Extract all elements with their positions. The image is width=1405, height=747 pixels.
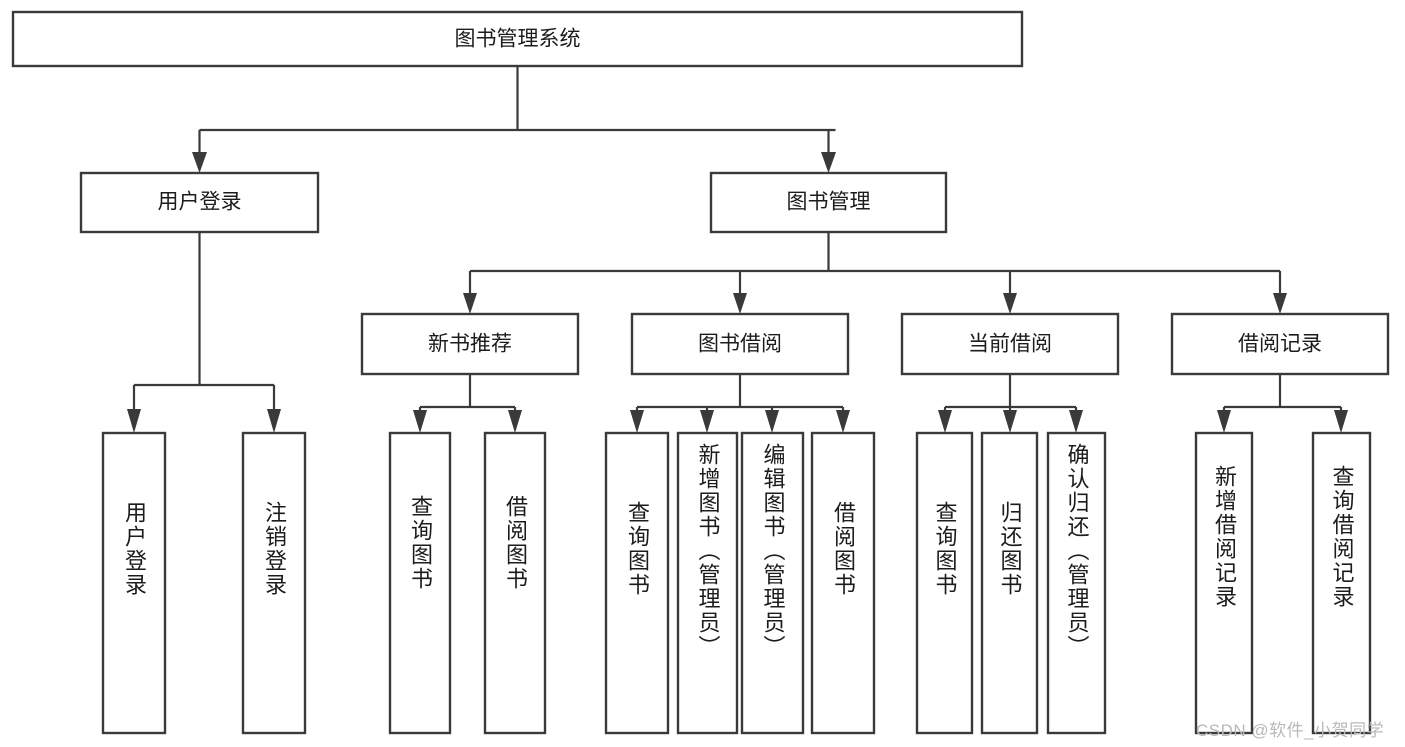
connector-group-borrow-record-to-leaves <box>1217 374 1348 433</box>
node-new-book-recommend-box[interactable] <box>360 312 580 376</box>
node-book-borrow-label: 图书借阅 <box>698 333 782 356</box>
node-book-manage-label: 图书管理 <box>787 191 871 214</box>
node-borrow-record-label: 借阅记录 <box>1238 333 1322 356</box>
leaf-box-bb-edit-book[interactable] <box>740 431 805 735</box>
leaf-box-nb-query-book[interactable] <box>388 431 452 735</box>
arrowhead-bb-borrow-book <box>836 410 850 433</box>
connector-group-current-borrow-to-leaves <box>938 374 1083 433</box>
arrowhead-br-query-record <box>1334 410 1348 433</box>
node-root[interactable]: 图书管理系统 <box>11 10 1024 68</box>
leaf-box-cb-query-book[interactable] <box>915 431 974 735</box>
node-root-label: 图书管理系统 <box>455 28 581 51</box>
node-book-manage-box[interactable] <box>709 171 948 234</box>
leaf-box-user-login[interactable] <box>101 431 167 735</box>
node-root-box[interactable] <box>11 10 1024 68</box>
connector-group-root-to-level2 <box>192 66 836 173</box>
node-new-book-recommend[interactable]: 新书推荐 <box>360 312 580 376</box>
arrowhead-bb-add-book <box>700 410 714 433</box>
node-book-borrow[interactable]: 图书借阅 <box>630 312 850 376</box>
arrowhead-cb-query-book <box>938 410 952 433</box>
node-user-login-label: 用户登录 <box>158 191 242 214</box>
connector-group-new-book-to-leaves <box>413 374 522 433</box>
leaf-box-br-query-record[interactable] <box>1311 431 1372 735</box>
arrowhead-leaf-user-login <box>127 409 141 433</box>
node-borrow-record[interactable]: 借阅记录 <box>1170 312 1390 376</box>
arrowhead-borrow-record <box>1273 293 1287 314</box>
node-book-borrow-box[interactable] <box>630 312 850 376</box>
arrowhead-bb-query-book <box>630 410 644 433</box>
node-book-manage[interactable]: 图书管理 <box>709 171 948 234</box>
connector-group-book-manage-to-level3 <box>463 232 1287 314</box>
node-user-login-box[interactable] <box>79 171 320 234</box>
arrowhead-new-book <box>463 293 477 314</box>
leaf-box-logout[interactable] <box>241 431 307 735</box>
node-current-borrow[interactable]: 当前借阅 <box>900 312 1120 376</box>
arrowhead-book-borrow <box>733 293 747 314</box>
node-user-login[interactable]: 用户登录 <box>79 171 320 234</box>
leaf-box-bb-query-book[interactable] <box>604 431 670 735</box>
connector-group-book-borrow-to-leaves <box>630 374 850 433</box>
node-current-borrow-box[interactable] <box>900 312 1120 376</box>
csdn-watermark: CSDN @软件_小贺同学 <box>1196 721 1385 740</box>
node-new-book-recommend-label: 新书推荐 <box>428 333 512 356</box>
arrowhead-leaf-logout <box>267 409 281 433</box>
leaf-box-nb-borrow-book[interactable] <box>483 431 547 735</box>
arrowhead-user-login <box>192 152 207 173</box>
arrowhead-cb-return-book <box>1003 410 1017 433</box>
node-borrow-record-box[interactable] <box>1170 312 1390 376</box>
arrowhead-nb-borrow-book <box>508 410 522 433</box>
arrowhead-bb-edit-book <box>765 410 779 433</box>
node-current-borrow-label: 当前借阅 <box>968 333 1052 356</box>
arrowhead-br-add-record <box>1217 410 1231 433</box>
arrowhead-book-manage <box>821 152 836 173</box>
arrowhead-nb-query-book <box>413 410 427 433</box>
leaf-box-bb-borrow-book[interactable] <box>810 431 876 735</box>
connector-group-user-login-to-leaves <box>127 232 281 433</box>
arrowhead-cb-confirm-return <box>1069 410 1083 433</box>
leaf-box-br-add-record[interactable] <box>1194 431 1254 735</box>
arrowhead-current-borrow <box>1003 293 1017 314</box>
leaf-box-cb-return-book[interactable] <box>980 431 1039 735</box>
leaf-box-cb-confirm-return[interactable] <box>1046 431 1107 735</box>
leaf-box-bb-add-book[interactable] <box>676 431 739 735</box>
